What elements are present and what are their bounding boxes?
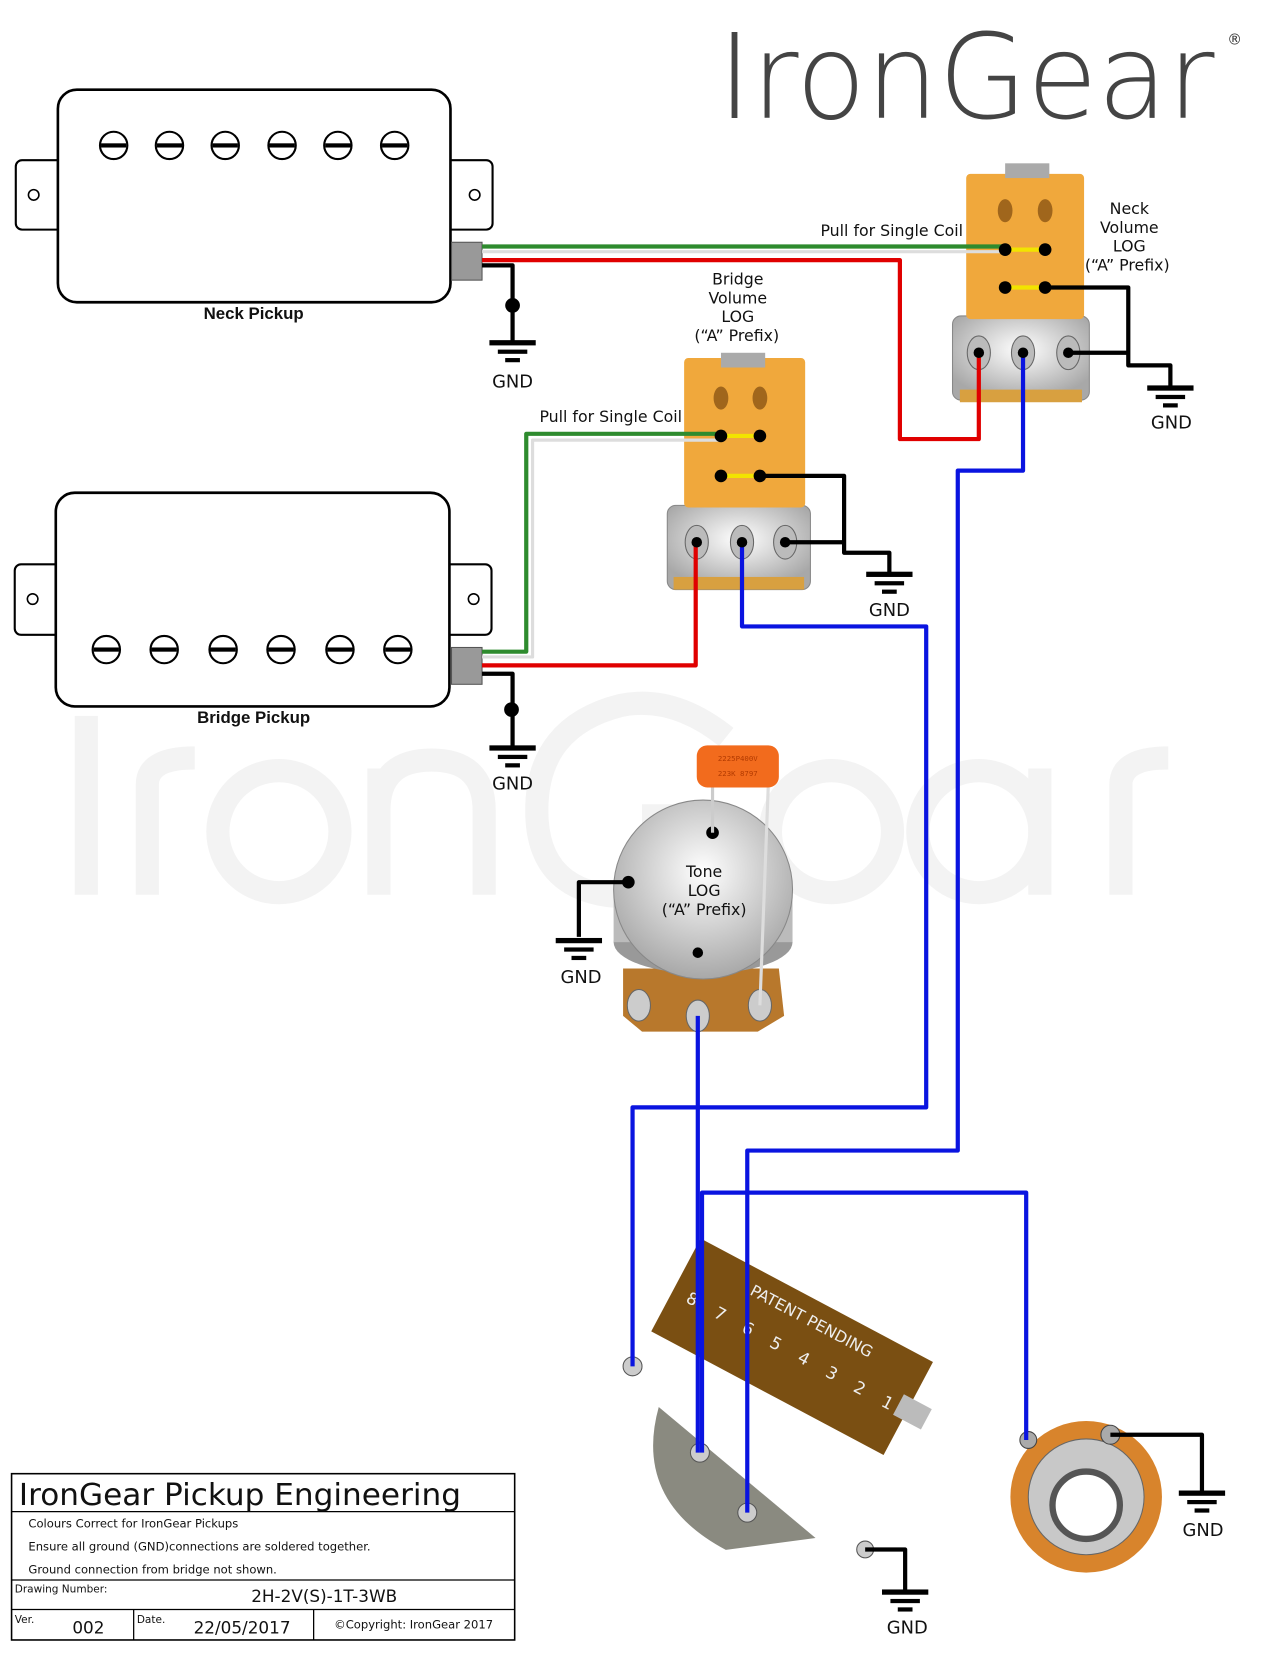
neck-pot-label: Neck Volume LOG (“A” Prefix) — [1085, 199, 1170, 275]
ground-symbol-switch — [881, 1589, 929, 1612]
svg-text:LOG: LOG — [721, 307, 754, 326]
neck-pickup-label: Neck Pickup — [204, 304, 304, 323]
ground-symbol-neck-pickup — [489, 340, 536, 363]
note: Ensure all ground (GND)connections are s… — [28, 1540, 370, 1554]
drawing-number: 2H-2V(S)-1T-3WB — [251, 1586, 397, 1606]
svg-text:223K 8797: 223K 8797 — [718, 769, 758, 778]
gnd-label: GND — [887, 1618, 928, 1639]
gnd-label: GND — [492, 372, 533, 393]
bridge-pickup — [13, 491, 493, 708]
note: Ground connection from bridge not shown. — [28, 1563, 276, 1577]
neck-volume-pot — [951, 163, 1090, 403]
title-block: IronGear Pickup Engineering Colours Corr… — [10, 1472, 516, 1641]
bridge-pull-label: Pull for Single Coil — [539, 407, 682, 426]
bridge-pot-label: Bridge Volume LOG (“A” Prefix) — [694, 269, 779, 345]
svg-text:Volume: Volume — [1100, 218, 1159, 237]
ground-symbol-jack — [1178, 1490, 1226, 1513]
copyright: ©Copyright: IronGear 2017 — [334, 1617, 493, 1631]
bridge-pickup-label: Bridge Pickup — [197, 708, 310, 727]
svg-text:Volume: Volume — [708, 288, 767, 307]
pole-pieces — [98, 130, 410, 161]
note: Colours Correct for IronGear Pickups — [28, 1516, 238, 1530]
gnd-label: GND — [492, 774, 533, 795]
svg-text:LOG: LOG — [688, 881, 721, 900]
tone-pot — [613, 799, 794, 1033]
ver-value: 002 — [72, 1618, 104, 1638]
svg-text:LOG: LOG — [1113, 237, 1146, 256]
bridge-volume-pot — [666, 352, 811, 591]
date-label: Date. — [137, 1614, 165, 1626]
svg-text:®: ® — [1227, 31, 1242, 48]
gnd-label: GND — [869, 600, 910, 621]
ground-symbol-tone — [555, 937, 603, 961]
ver-label: Ver. — [15, 1614, 35, 1626]
ground-symbol-bridge-pot — [866, 571, 913, 594]
title-block-title: IronGear Pickup Engineering — [19, 1478, 461, 1513]
gnd-label: GND — [1183, 1520, 1224, 1541]
wires — [482, 243, 1205, 1592]
svg-text:IronGear: IronGear — [718, 9, 1215, 146]
svg-text:Bridge: Bridge — [712, 269, 763, 288]
svg-text:Tone: Tone — [685, 862, 722, 881]
output-jack — [1010, 1421, 1162, 1573]
svg-text:Neck: Neck — [1110, 199, 1150, 218]
drawing-number-label: Drawing Number: — [15, 1584, 108, 1596]
date-value: 22/05/2017 — [194, 1618, 291, 1638]
gnd-label: GND — [560, 967, 601, 988]
svg-text:2225P400V: 2225P400V — [718, 754, 758, 763]
svg-text:(“A” Prefix): (“A” Prefix) — [1085, 256, 1170, 275]
ground-symbol-neck-pot — [1147, 385, 1194, 408]
ground-symbol-bridge-pickup — [489, 745, 536, 768]
svg-text:(“A” Prefix): (“A” Prefix) — [694, 326, 779, 345]
tone-pot-label: Tone LOG (“A” Prefix) — [662, 862, 747, 919]
neck-pull-label: Pull for Single Coil — [820, 221, 963, 240]
neck-pickup — [14, 88, 494, 304]
irongear-logo: IronGear ® — [718, 9, 1242, 146]
tone-capacitor: 2225P400V 223K 8797 — [696, 745, 779, 1006]
gnd-label: GND — [1151, 413, 1192, 434]
svg-text:(“A” Prefix): (“A” Prefix) — [662, 900, 747, 919]
